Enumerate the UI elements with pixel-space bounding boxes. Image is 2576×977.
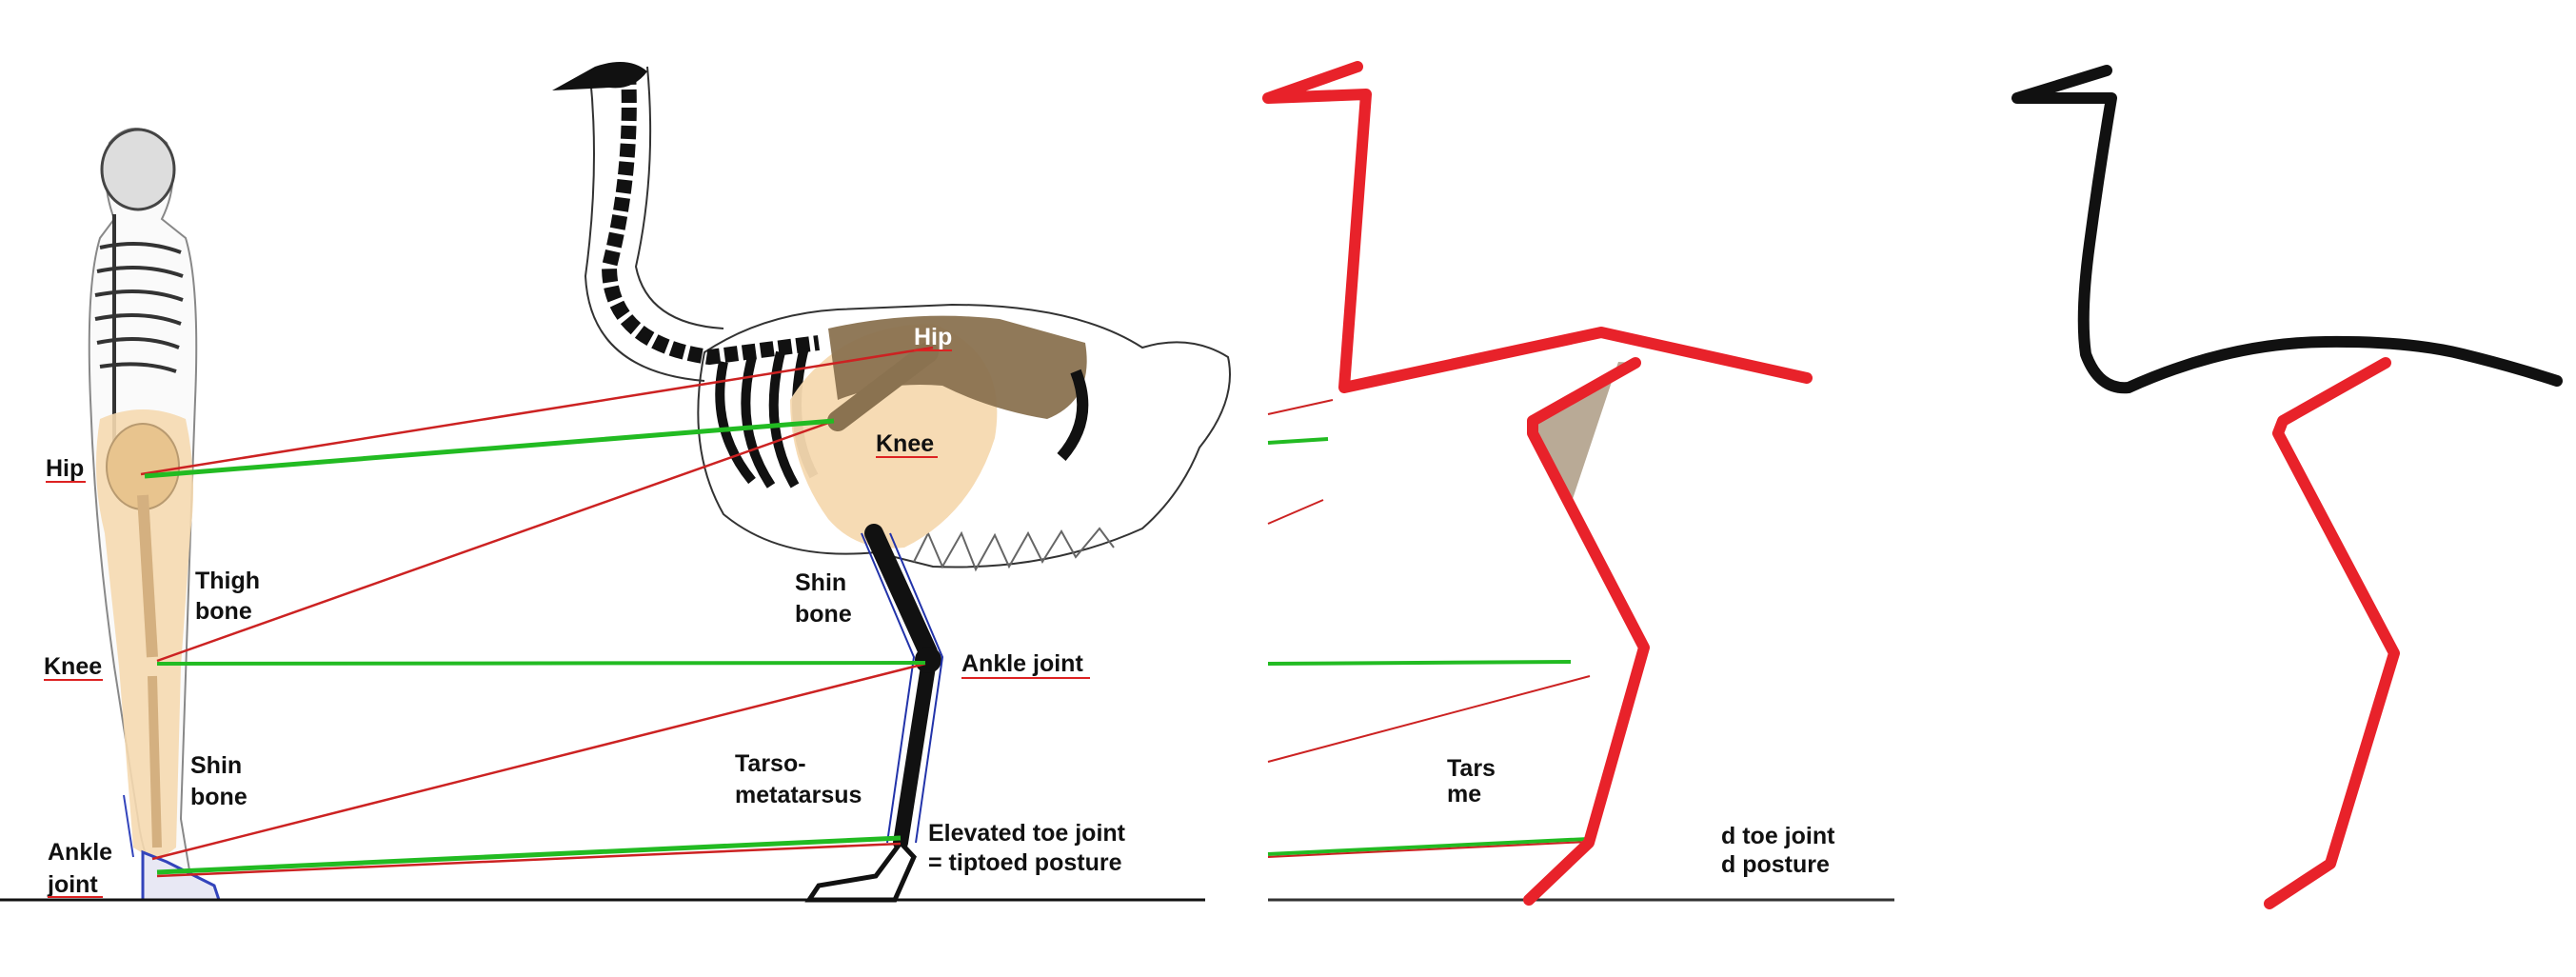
human-leg-bones-highlight — [96, 409, 194, 862]
ostrich-ankle-joint — [915, 647, 941, 673]
label-toe-joint-2: = tiptoed posture — [928, 849, 1122, 876]
red-stick-leg — [1523, 357, 1650, 906]
label-ostrich-hip: Hip — [914, 324, 952, 350]
ostrich-neck-outline — [584, 66, 724, 382]
green-line-ankle-toe — [156, 835, 902, 875]
ostrich-tarsometatarsus — [893, 659, 936, 850]
label-tarso-fragment-2: me — [1447, 781, 1481, 808]
human-femur — [137, 494, 158, 658]
human-ribcage — [94, 214, 184, 448]
label-human-ankle-1: Ankle — [48, 839, 112, 866]
label-toe-fragment-1: d toe joint — [1721, 823, 1835, 849]
ostrich-neck-vertebrae — [601, 70, 821, 366]
label-human-shin-2: bone — [190, 784, 248, 810]
ostrich-shin-bone — [864, 524, 938, 662]
ostrich-labels: Hip Knee Shin bone Ankle joint Tarso- me… — [735, 324, 1126, 876]
human-labels: Hip Thigh bone Knee Shin bone Ankle join… — [44, 455, 260, 898]
label-tarso-1: Tarso- — [735, 750, 806, 777]
label-human-shin-1: Shin — [190, 752, 242, 779]
label-ostrich-knee: Knee — [876, 430, 934, 457]
human-skull — [100, 128, 176, 211]
red-stick-leg-abstract — [2264, 357, 2400, 909]
matching-lines — [140, 346, 934, 878]
black-neck-body-curve — [2011, 65, 2563, 394]
label-human-ankle-2: joint — [47, 871, 98, 898]
label-ostrich-shin-2: bone — [795, 601, 852, 628]
ostrich-pelvis — [828, 315, 1087, 419]
ostrich-leg-outline — [861, 532, 944, 844]
ostrich-tail-bone — [1057, 369, 1089, 461]
ostrich-foot — [804, 839, 917, 903]
label-toe-joint-1: Elevated toe joint — [928, 820, 1126, 847]
ostrich-feathers — [913, 527, 1115, 572]
red-line-ankle-ankle — [151, 662, 926, 861]
label-toe-fragment-2: d posture — [1721, 851, 1830, 878]
traced-panel: Tars me d toe joint d posture — [1262, 61, 1894, 906]
green-line-hip-knee — [144, 418, 835, 479]
red-line-foot-toe — [156, 842, 902, 878]
green-line-knee-ankle — [156, 661, 926, 666]
red-stick-neck-body — [1262, 61, 1813, 393]
red-line-knee-knee — [156, 419, 835, 663]
ostrich-femur — [827, 342, 939, 431]
human-tibia — [148, 675, 162, 848]
red-line-hip-hip — [140, 346, 934, 476]
label-ostrich-shin-1: Shin — [795, 569, 846, 596]
traced-thigh-shadow — [1533, 362, 1635, 505]
label-tarso-fragment-1: Tars — [1447, 755, 1496, 782]
label-human-hip: Hip — [46, 455, 84, 482]
ostrich-head — [552, 62, 647, 90]
label-human-knee: Knee — [44, 653, 102, 680]
label-tarso-2: metatarsus — [735, 782, 862, 808]
label-thigh-bone-1: Thigh — [195, 568, 260, 594]
human-figure — [88, 128, 222, 902]
label-ostrich-ankle: Ankle joint — [961, 650, 1083, 677]
ostrich-figure — [552, 62, 1231, 903]
abstract-panel — [2011, 65, 2563, 909]
label-thigh-bone-2: bone — [195, 598, 252, 625]
